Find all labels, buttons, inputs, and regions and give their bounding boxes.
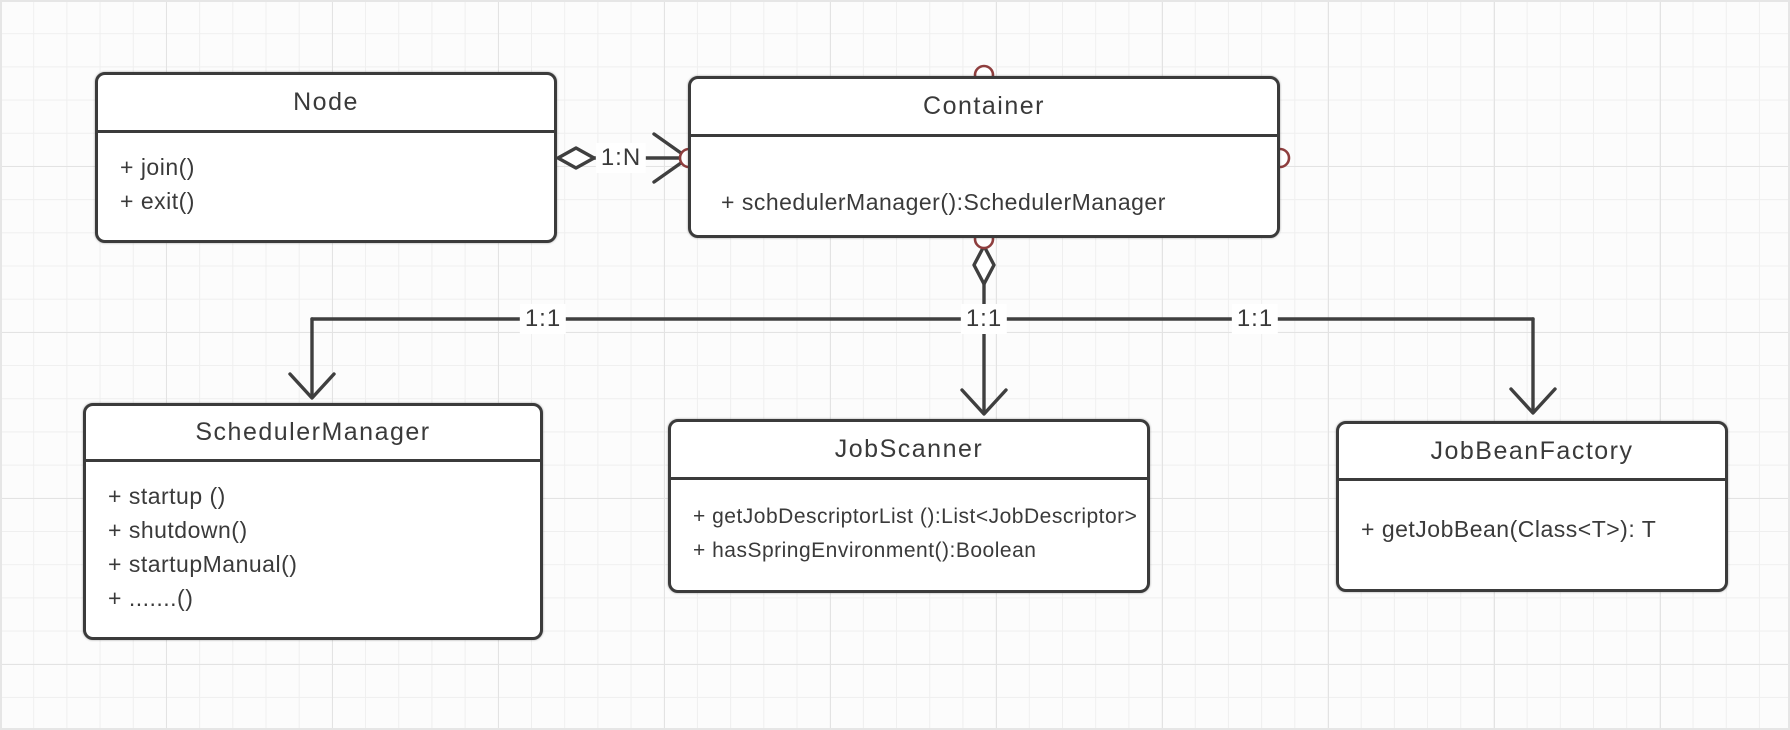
- method-item: + .......(): [108, 585, 194, 611]
- class-title: Container: [691, 79, 1277, 137]
- class-title: JobScanner: [671, 422, 1147, 480]
- method-item: + join(): [120, 154, 195, 180]
- multiplicity-label-jobscanner: 1:1: [960, 304, 1008, 334]
- open-arrowhead-jobscanner[interactable]: [960, 388, 1008, 416]
- class-methods: + schedulerManager():SchedulerManager: [691, 137, 1277, 219]
- aggregation-diamond-container[interactable]: [972, 244, 996, 286]
- open-arrowhead-schedulermanager[interactable]: [288, 372, 336, 400]
- class-methods: + getJobDescriptorList ():List<JobDescri…: [671, 480, 1147, 568]
- class-box-container[interactable]: Container + schedulerManager():Scheduler…: [688, 76, 1280, 238]
- multiplicity-label-jobbeanfactory: 1:1: [1231, 304, 1279, 334]
- class-title: SchedulerManager: [86, 406, 540, 462]
- method-item: + startup (): [108, 483, 226, 509]
- class-methods: + getJobBean(Class<T>): T: [1339, 481, 1725, 546]
- method-item: + shutdown(): [108, 517, 248, 543]
- method-item: + schedulerManager():SchedulerManager: [721, 189, 1166, 215]
- class-methods: + join() + exit(): [98, 133, 554, 218]
- class-box-node[interactable]: Node + join() + exit(): [95, 72, 557, 243]
- multiplicity-label-schedulermanager: 1:1: [519, 304, 567, 334]
- open-arrowhead-container[interactable]: [652, 132, 690, 184]
- aggregation-diamond-node[interactable]: [556, 146, 596, 170]
- class-box-jobscanner[interactable]: JobScanner + getJobDescriptorList ():Lis…: [668, 419, 1150, 593]
- multiplicity-label-node-container: 1:N: [595, 143, 647, 173]
- class-title: Node: [98, 75, 554, 133]
- method-item: + hasSpringEnvironment():Boolean: [693, 539, 1037, 562]
- method-item: + getJobDescriptorList ():List<JobDescri…: [693, 505, 1138, 528]
- method-item: + exit(): [120, 188, 195, 214]
- class-methods: + startup () + shutdown() + startupManua…: [86, 462, 540, 615]
- class-title: JobBeanFactory: [1339, 424, 1725, 481]
- method-item: + startupManual(): [108, 551, 298, 577]
- class-box-schedulermanager[interactable]: SchedulerManager + startup () + shutdown…: [83, 403, 543, 640]
- class-box-jobbeanfactory[interactable]: JobBeanFactory + getJobBean(Class<T>): T: [1336, 421, 1728, 592]
- method-item: + getJobBean(Class<T>): T: [1361, 516, 1657, 542]
- open-arrowhead-jobbeanfactory[interactable]: [1509, 387, 1557, 415]
